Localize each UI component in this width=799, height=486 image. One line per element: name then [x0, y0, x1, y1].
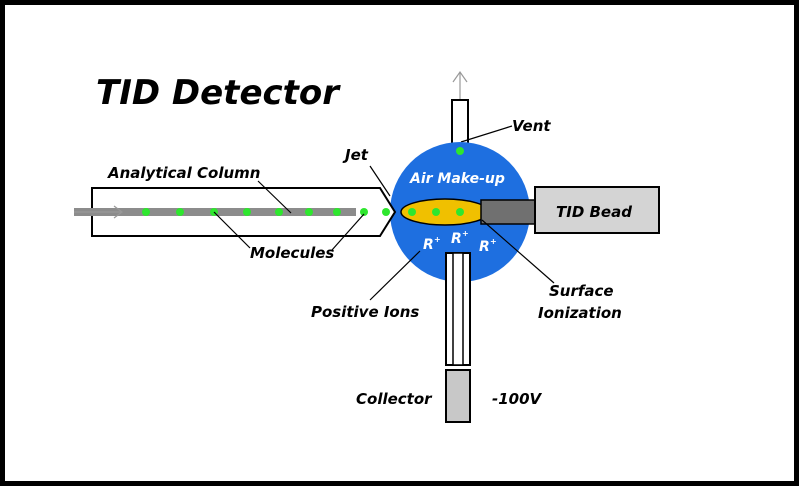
- molecule-dot: [333, 208, 341, 216]
- molecule-dot: [243, 208, 251, 216]
- molecule-dot: [360, 208, 368, 216]
- collector-label: Collector: [356, 390, 433, 408]
- molecule-dot: [305, 208, 313, 216]
- ion-symbol: R: [423, 237, 434, 253]
- flame-molecule-dot: [456, 208, 464, 216]
- molecule-dot: [382, 208, 390, 216]
- ion-charge: +: [434, 235, 441, 244]
- voltage-label: -100V: [492, 390, 543, 408]
- positive-ions-label: Positive Ions: [311, 303, 419, 321]
- flame-molecule-dot: [408, 208, 416, 216]
- tid-bead-body: [534, 186, 660, 234]
- jet-callout-line: [369, 165, 391, 197]
- surface-ionization-callout-line: [481, 219, 555, 284]
- tid-bead-stem: [480, 199, 537, 225]
- analytical-column-callout-line: [257, 180, 292, 214]
- diagram-title: TID Detector: [96, 73, 341, 113]
- vent-molecule-dot: [456, 147, 464, 155]
- molecules-callout-line: [331, 213, 365, 251]
- ion-symbol: R: [479, 239, 490, 255]
- flame-molecule-dot: [432, 208, 440, 216]
- collector-tube-inner: [452, 252, 464, 366]
- ion-charge: +: [490, 237, 497, 246]
- surface-ionization-label: Surface: [549, 282, 614, 300]
- ion-symbol: R: [451, 231, 462, 247]
- molecule-dot: [275, 208, 283, 216]
- jet-label: Jet: [342, 146, 369, 164]
- molecule-dot: [176, 208, 184, 216]
- analytical-column-label: Analytical Column: [107, 164, 260, 182]
- surface-ionization-label: Ionization: [538, 304, 622, 322]
- air-makeup-label: Air Make-up: [409, 171, 505, 187]
- collector-electrode: [445, 369, 471, 423]
- ion-charge: +: [462, 229, 469, 238]
- tid-bead-label: TID Bead: [556, 203, 632, 221]
- inlet-arrow-head: [113, 205, 123, 219]
- vent-label: Vent: [512, 117, 551, 135]
- molecule-dot: [142, 208, 150, 216]
- positive-ions-callout-line: [369, 250, 421, 301]
- molecules-label: Molecules: [250, 244, 334, 262]
- molecules-callout-line: [213, 211, 251, 249]
- vent-arrow-head: [452, 70, 468, 83]
- vent-callout-line: [460, 125, 513, 143]
